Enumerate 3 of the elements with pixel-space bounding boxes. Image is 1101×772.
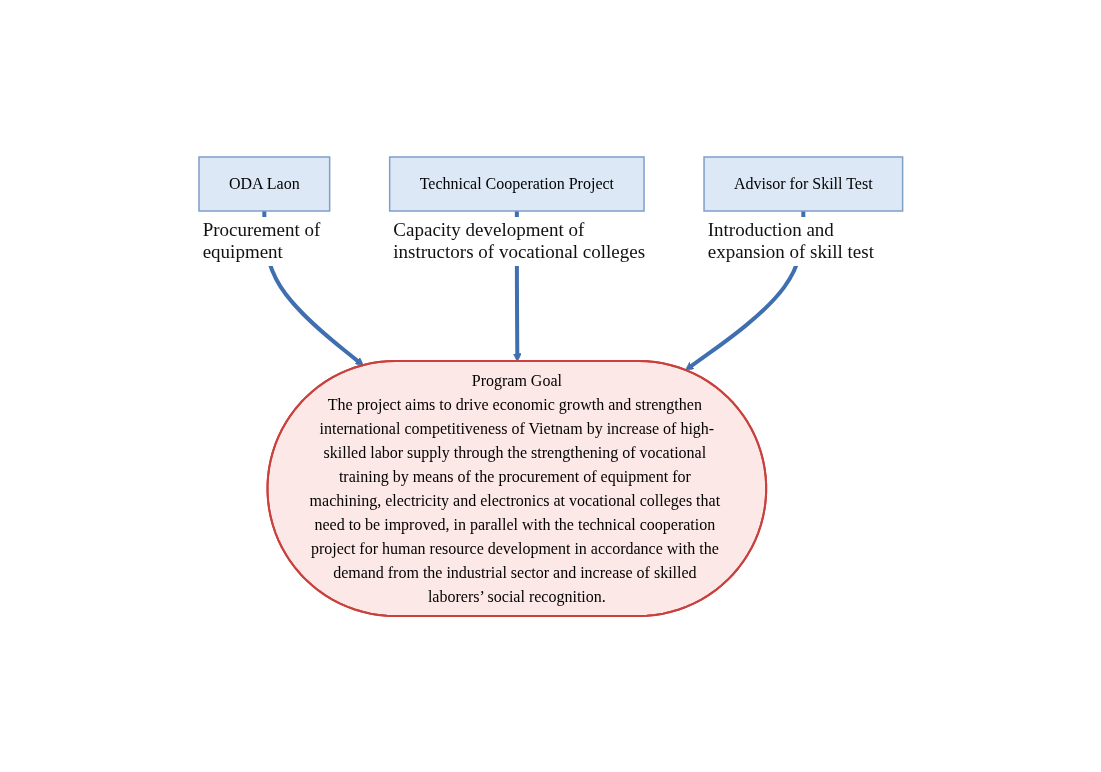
node-box: ODA Laon — [197, 155, 331, 212]
node-box: Technical Cooperation Project — [388, 155, 645, 212]
node-box: Advisor for Skill Test — [702, 155, 904, 212]
